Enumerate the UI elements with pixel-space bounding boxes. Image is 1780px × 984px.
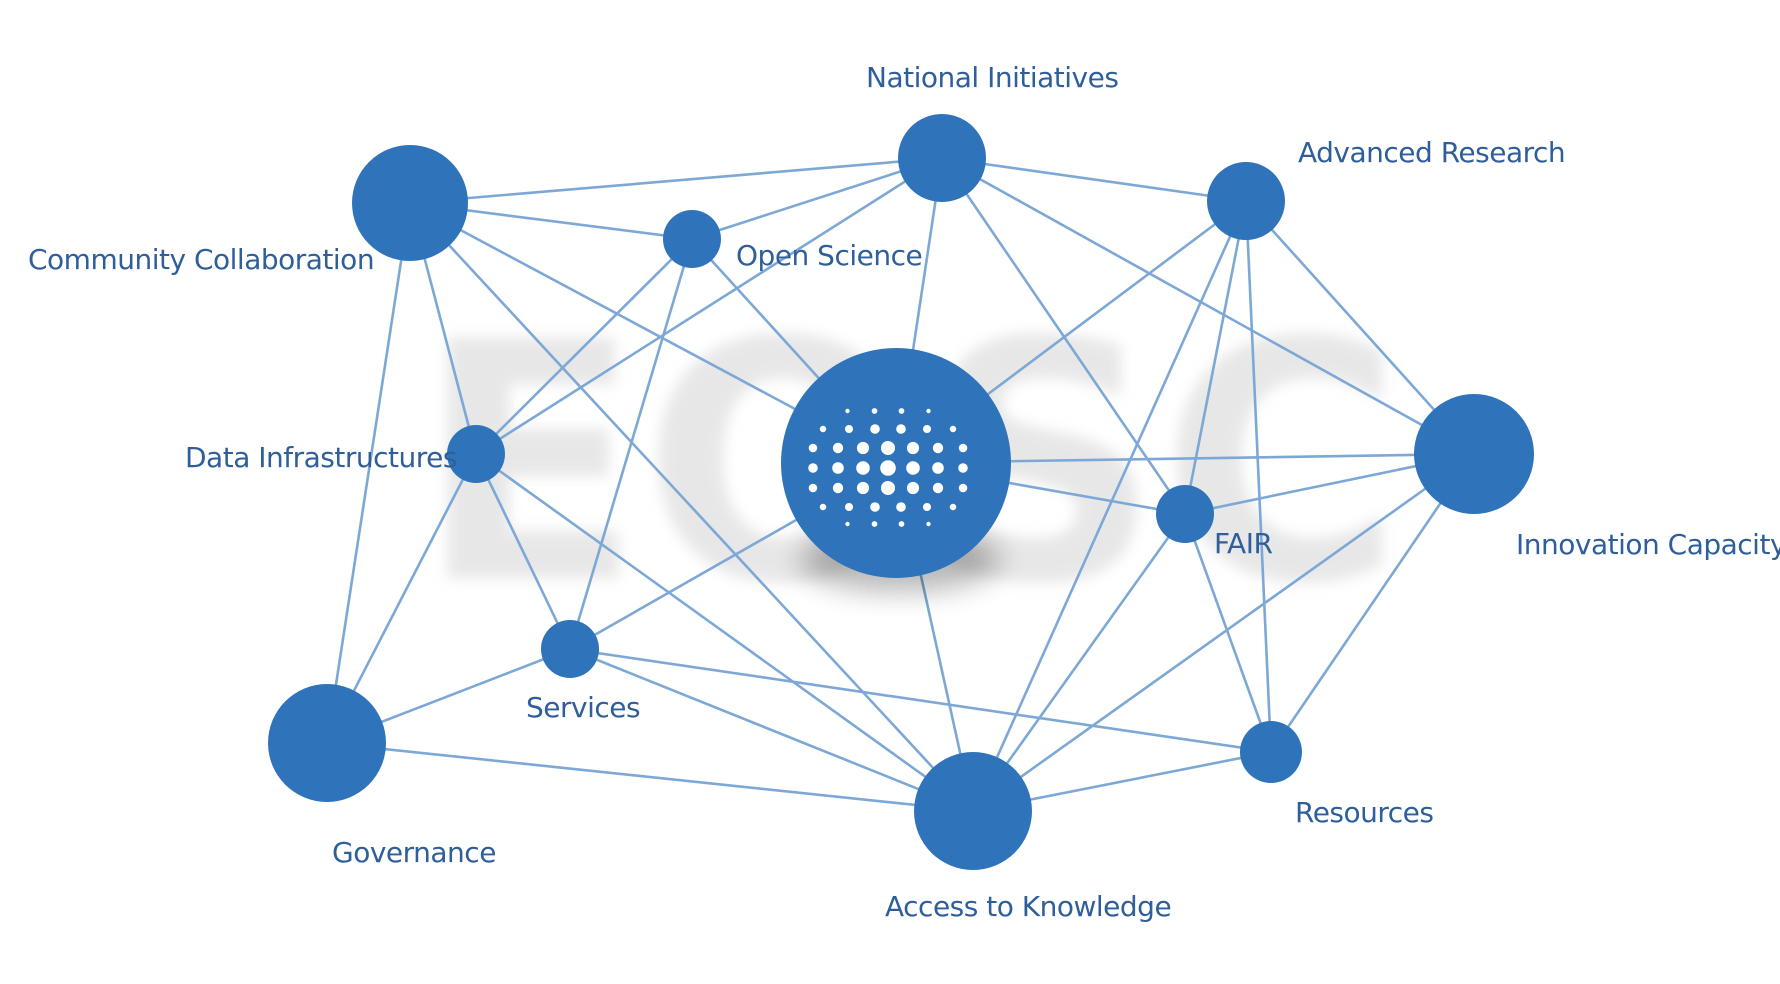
node-advanced-research [1207,162,1285,240]
node-services [541,620,599,678]
label-open-science: Open Science [736,239,923,272]
edge-services-to-resources [569,647,1272,754]
logo-dot-5-3 [896,502,906,512]
logo-dot-2-3 [881,441,895,455]
eosc-dot-logo-icon [808,408,968,527]
edge-community-collaboration-to-governance [325,202,412,744]
node-community-collaboration [352,145,468,261]
node-open-science [663,210,721,268]
logo-dot-2-2 [856,441,870,455]
label-resources: Resources [1295,796,1434,829]
logo-dot-6-1 [871,521,878,527]
edge-data-infrastructures-to-services [474,453,572,650]
logo-dot-5-4 [922,502,932,512]
logo-dot-4-5 [932,482,944,494]
label-national-initiatives: National Initiatives [866,61,1119,94]
logo-dot-5-1 [844,502,854,512]
label-innovation-capacity: Innovation Capacity [1516,528,1780,561]
node-access-to-knowledge [914,752,1032,870]
logo-dot-4-0 [808,483,818,493]
logo-dot-4-6 [958,483,968,493]
logo-dot-2-4 [906,441,920,455]
logo-dot-1-0 [819,425,827,433]
logo-dot-4-4 [906,481,920,495]
logo-dot-4-3 [881,481,895,495]
logo-dot-1-3 [896,424,906,434]
edge-governance-to-access-to-knowledge [326,741,974,813]
logo-dot-6-0 [845,521,850,527]
nodes-layer [268,114,1534,870]
node-fair [1156,485,1214,543]
logo-dot-1-1 [844,424,854,434]
edge-community-collaboration-to-national-initiatives [409,156,943,205]
logo-dot-6-3 [926,521,931,527]
logo-dot-4-1 [832,482,844,494]
logo-dot-3-4 [906,461,920,475]
edge-advanced-research-to-resources [1244,200,1273,753]
edge-services-to-access-to-knowledge [569,647,974,813]
edge-data-infrastructures-to-access-to-knowledge [475,452,974,813]
logo-dot-2-1 [832,442,844,454]
edge-open-science-to-data-infrastructures [475,238,693,455]
node-eosc-hub [781,348,1011,578]
logo-dot-5-0 [819,503,827,511]
logo-dot-2-6 [958,443,968,453]
label-data-infrastructures: Data Infrastructures [185,441,457,474]
edge-national-initiatives-to-advanced-research [941,156,1247,203]
label-advanced-research: Advanced Research [1298,136,1566,169]
edge-innovation-capacity-to-access-to-knowledge [972,452,1475,813]
edge-advanced-research-to-fair [1183,200,1248,515]
edge-fair-to-resources [1183,513,1273,753]
logo-dot-3-5 [932,462,944,474]
edge-fair-to-access-to-knowledge [971,513,1187,812]
logo-dot-4-2 [856,481,870,495]
edge-open-science-to-services [568,238,694,650]
node-data-infrastructures [447,425,505,483]
logo-dot-5-5 [949,503,957,511]
logo-dot-3-6 [958,463,968,473]
logo-dot-0-2 [898,408,905,414]
edge-advanced-research-to-access-to-knowledge [971,200,1248,812]
logo-dot-3-3 [880,460,896,476]
logo-dot-3-1 [832,462,844,474]
node-national-initiatives [898,114,986,202]
label-access-to-knowledge: Access to Knowledge [885,890,1172,923]
logo-dot-2-0 [808,443,818,453]
label-services: Services [526,691,641,724]
logo-dot-1-2 [870,424,880,434]
logo-dot-0-3 [926,408,931,414]
label-fair: FAIR [1214,527,1273,560]
edge-national-initiatives-to-data-infrastructures [475,156,943,456]
logo-dot-0-0 [845,408,850,414]
logo-dot-5-2 [870,502,880,512]
logo-dot-1-5 [949,425,957,433]
edge-community-collaboration-to-access-to-knowledge [409,202,974,812]
edge-innovation-capacity-to-resources [1269,453,1476,753]
logo-dot-6-2 [898,521,905,527]
label-community-collaboration: Community Collaboration [28,243,375,276]
logo-dot-1-4 [922,424,932,434]
node-governance [268,684,386,802]
node-resources [1240,721,1302,783]
logo-dot-0-1 [871,408,878,414]
logo-dot-3-0 [808,463,818,473]
edge-national-initiatives-to-innovation-capacity [941,156,1475,456]
logo-dot-2-5 [932,442,944,454]
label-governance: Governance [332,836,496,869]
node-innovation-capacity [1414,394,1534,514]
logo-dot-3-2 [856,461,870,475]
